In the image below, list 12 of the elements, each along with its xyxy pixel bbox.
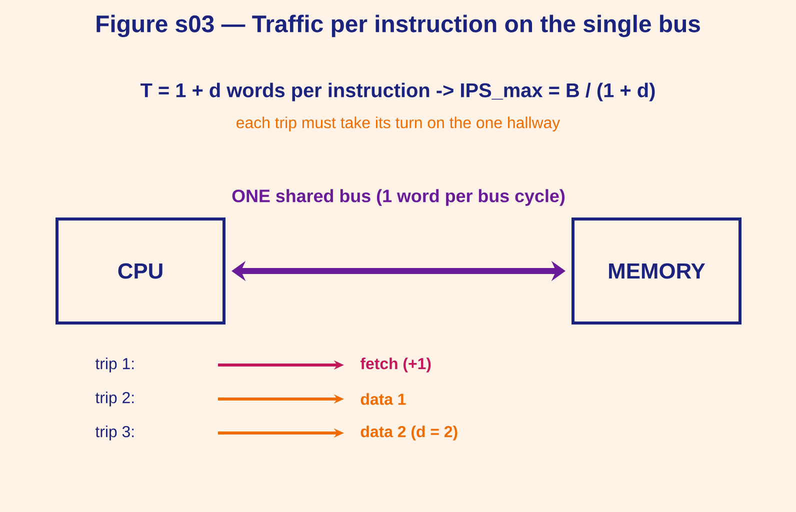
trip-result: data 1 [360,393,406,405]
trip-label: trip 2: [95,392,134,406]
component-box: MEMORY [572,218,742,324]
trip-label: trip 3: [95,426,134,440]
subtitle: each trip must take its turn on the one hallway [236,116,560,132]
title: Figure s03 — Traffic per instruction on the single bus [96,14,700,38]
component-box: CPU [56,218,226,324]
formula-text: T = 1 + d words per instruction -> IPS_max = B / (1 + d) [140,82,655,102]
edge-label: ONE shared bus (1 word per bus cycle) [230,187,568,208]
trip-result: fetch (+1) [360,358,431,372]
trip-label: trip 1: [95,358,134,372]
trip-result: data 2 (d = 2) [360,426,458,440]
